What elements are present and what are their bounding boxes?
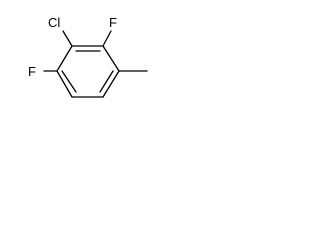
bond-c6-c1: [56, 45, 73, 72]
molecule-structure: Cl F F: [28, 15, 148, 98]
bond-c5-c6: [56, 70, 73, 98]
atom-label-fluorine-top: F: [109, 15, 117, 30]
atom-label-fluorine-left: F: [28, 64, 36, 79]
bond-c3-c4: [102, 70, 120, 98]
bond-to-chlorine: [62, 30, 73, 47]
bond-c2-c3: [102, 45, 120, 72]
atom-label-chlorine: Cl: [48, 15, 60, 30]
bond-to-fluorine-top: [102, 30, 112, 47]
double-bond-c3-c4: [99, 70, 114, 93]
ring-bonds: [56, 45, 120, 98]
substituent-bonds: [43, 30, 148, 72]
double-bond-c5-c6: [61, 70, 77, 93]
